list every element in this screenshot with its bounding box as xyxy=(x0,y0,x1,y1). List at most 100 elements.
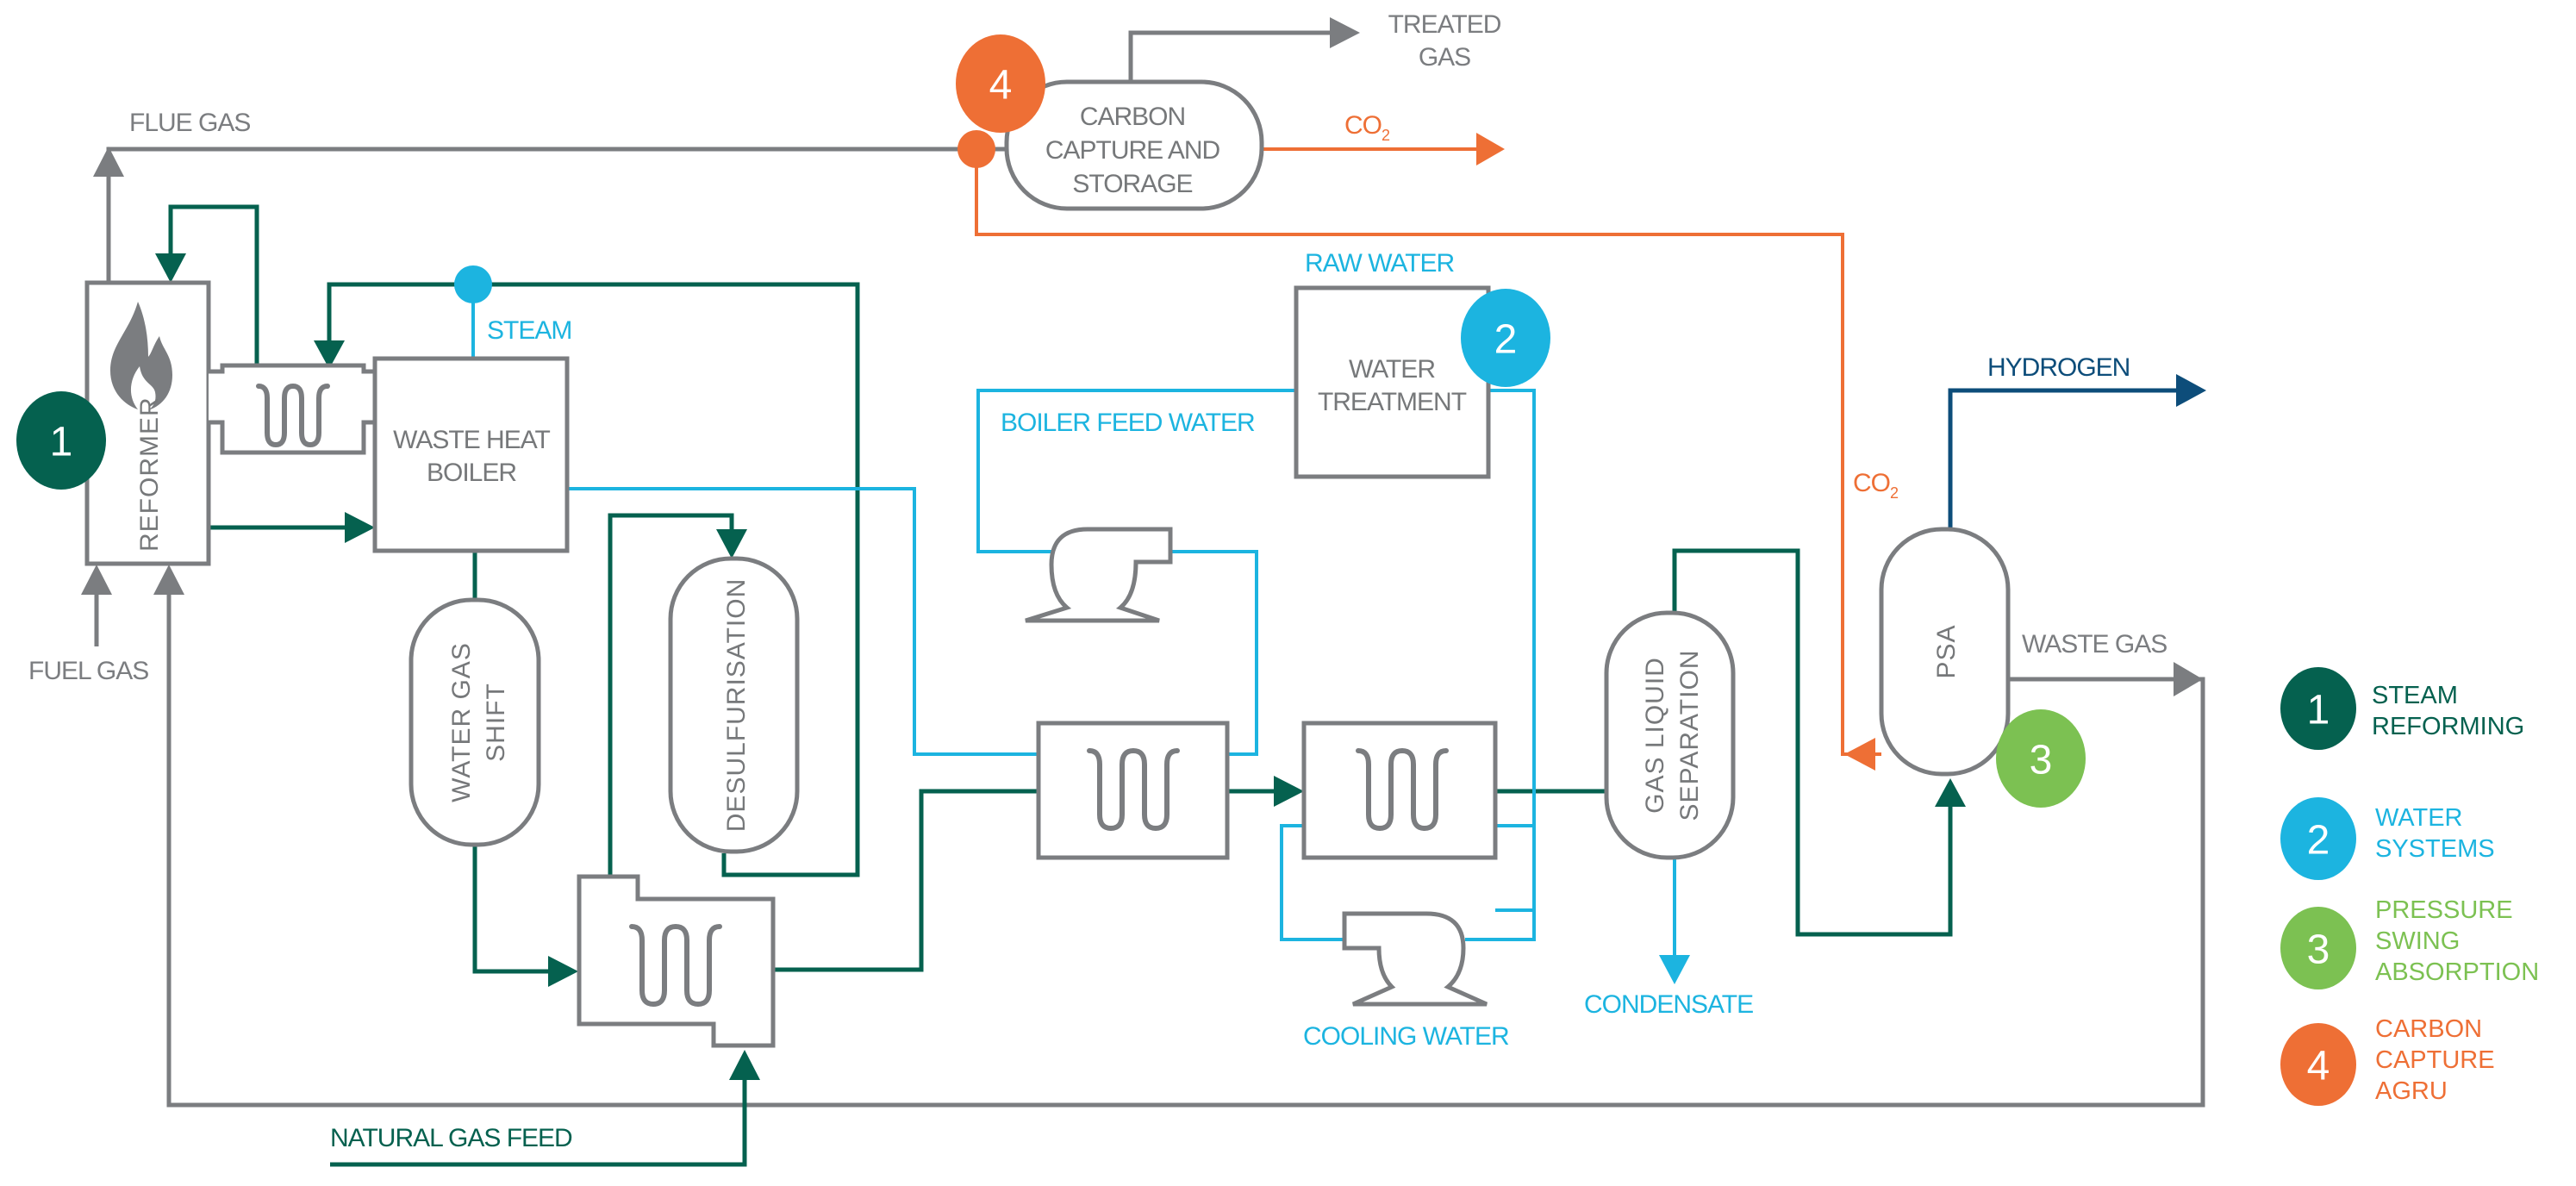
waste-heat-boiler-label-2: BOILER xyxy=(427,459,516,487)
ccs-label-3: STORAGE xyxy=(1072,170,1192,198)
badge-2: 2 xyxy=(1461,289,1550,387)
steam-header-line xyxy=(327,282,860,877)
natural-gas-feed-label: NATURAL GAS FEED xyxy=(330,1124,572,1152)
legend-label-4c: AGRU xyxy=(2375,1077,2448,1105)
gas-liquid-separation-vessel[interactable] xyxy=(1604,610,1736,860)
cooling-water-pump-icon[interactable] xyxy=(1342,911,1488,1007)
cooling-water-return xyxy=(1465,824,1536,941)
ccs-label-2: CAPTURE AND xyxy=(1045,136,1220,165)
steam-node-icon xyxy=(454,265,492,303)
condensate-arrow xyxy=(1659,955,1690,984)
feed-effluent-exchanger[interactable] xyxy=(577,874,776,1048)
steam-label: STEAM xyxy=(487,316,571,345)
hx-to-cooler-line xyxy=(773,789,1039,972)
convection-heat-exchanger[interactable] xyxy=(209,356,570,553)
waste-gas-arrow xyxy=(2174,662,2203,696)
fuel-gas-label: FUEL GAS xyxy=(28,657,148,685)
separator-to-psa-line xyxy=(1672,548,1953,937)
cooler-2[interactable] xyxy=(1301,721,1498,860)
desulfurisation-vessel[interactable] xyxy=(668,556,800,854)
coil-icon xyxy=(1356,747,1449,832)
water-gas-shift-label-1: WATER GAS xyxy=(447,642,476,802)
natural-gas-feed-arrow xyxy=(729,1050,760,1080)
co2-markers xyxy=(957,130,1875,771)
recycle-arrow xyxy=(153,565,184,595)
pump-icons xyxy=(1025,527,1488,1007)
teal-process-lines xyxy=(168,204,1953,1167)
badge-2-circle xyxy=(1461,289,1550,387)
legend-label-2b: SYSTEMS xyxy=(2375,835,2495,863)
water-markers xyxy=(454,265,1690,984)
desulfurisation-label: DESULFURISATION xyxy=(722,578,751,832)
legend-label-2a: WATER xyxy=(2375,804,2463,832)
hydrogen-arrow xyxy=(2176,374,2206,407)
hydrogen-line xyxy=(1948,388,2180,529)
cooler1-to-cooler2-arrow xyxy=(1274,776,1304,807)
bfw-pump-line xyxy=(976,389,1296,553)
hx-to-desulf-line xyxy=(608,513,734,886)
badge-3-circle xyxy=(1996,709,2086,808)
legend-label-1a: STEAM xyxy=(2372,682,2458,709)
ccs-label-1: CARBON xyxy=(1080,103,1185,131)
water-gas-shift-label-2: SHIFT xyxy=(482,683,510,762)
badge-4-circle xyxy=(956,34,1045,133)
treated-gas-label-2: GAS xyxy=(1419,43,1470,72)
treated-gas-arrow xyxy=(1330,17,1360,48)
legend-label-4a: CARBON xyxy=(2375,1015,2482,1043)
legend-badge-1 xyxy=(2280,667,2356,750)
feed-to-reformer-arrow xyxy=(155,253,186,283)
legend-label-3c: ABSORPTION xyxy=(2375,958,2539,986)
legend-label-4b: CAPTURE xyxy=(2375,1046,2495,1074)
cooling-water-loop xyxy=(1280,824,1344,941)
carbon-capture-unit[interactable] xyxy=(1004,79,1264,211)
boiler-feed-pump-icon[interactable] xyxy=(1025,527,1173,623)
legend-label-1b: REFORMING xyxy=(2372,713,2524,740)
water-treatment-unit[interactable] xyxy=(1294,285,1491,479)
water-gas-shift-vessel[interactable] xyxy=(409,597,541,847)
legend-badge-3 xyxy=(2280,907,2356,989)
water-treatment-out-line xyxy=(1488,389,1536,912)
gas-liquid-separation-label-2: SEPARATION xyxy=(1675,650,1704,821)
psa-vessel[interactable] xyxy=(1879,527,2011,777)
teal-arrowheads xyxy=(155,253,1966,1080)
legend-badge-2 xyxy=(2280,797,2356,880)
feed-to-reformer-line xyxy=(168,204,259,365)
condensate-label: CONDENSATE xyxy=(1584,990,1753,1019)
coil-icon xyxy=(1087,747,1180,832)
water-treatment-label-2: TREATMENT xyxy=(1318,388,1467,416)
wgs-to-hx-line xyxy=(472,845,552,974)
flue-gas-label: FLUE GAS xyxy=(129,109,250,137)
cooler-1[interactable] xyxy=(1036,721,1230,860)
badge-2-number: 2 xyxy=(1494,317,1518,363)
badge-4: 4 xyxy=(956,34,1045,133)
legend: 1 STEAM REFORMING 2 WATER SYSTEMS 3 PRES… xyxy=(2280,667,2539,1106)
co2-export-label: CO2 xyxy=(1344,111,1390,144)
co2-node-icon xyxy=(957,130,995,168)
hydrogen-line-group xyxy=(1948,374,2206,529)
flame-icon xyxy=(110,302,172,410)
legend-label-3b: SWING xyxy=(2375,927,2460,955)
coil-icon xyxy=(629,923,722,1008)
waste-gas-label: WASTE GAS xyxy=(2022,630,2167,659)
co2-export-arrow xyxy=(1476,133,1505,165)
units xyxy=(84,79,2011,1048)
psa-label: PSA xyxy=(1932,624,1961,678)
badge-3: 3 xyxy=(1996,709,2086,808)
hx-to-desulf-arrow xyxy=(716,529,747,559)
reformer-unit[interactable] xyxy=(84,280,211,566)
coil-icon xyxy=(256,383,330,448)
hydrogen-label: HYDROGEN xyxy=(1987,353,2130,382)
legend-label-3a: PRESSURE xyxy=(2375,896,2513,924)
coil-icons xyxy=(256,383,1449,1008)
flue-gas-line xyxy=(106,147,976,283)
bfw-to-boiler-line xyxy=(567,487,1039,756)
waste-gas-recycle-line xyxy=(166,595,2205,1108)
co2-return-arrow xyxy=(1844,738,1875,771)
raw-water-label: RAW WATER xyxy=(1305,249,1455,278)
reformer-label: REFORMER xyxy=(135,396,164,552)
wgs-to-hx-arrow xyxy=(548,956,578,987)
badge-3-number: 3 xyxy=(2030,738,2053,783)
natural-gas-feed-line xyxy=(330,1077,747,1167)
steam-to-convection-arrow xyxy=(314,340,345,369)
